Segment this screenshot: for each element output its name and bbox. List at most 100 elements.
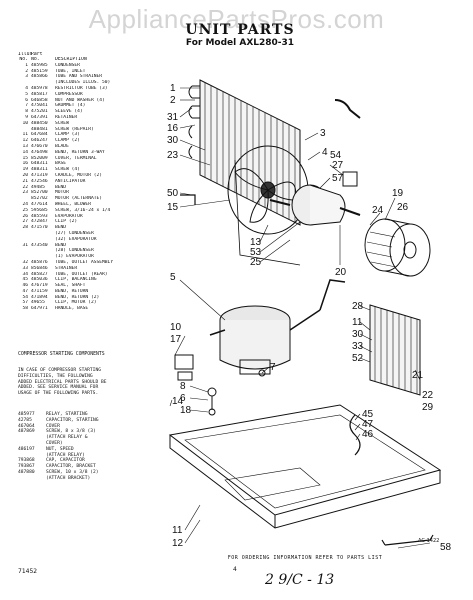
callout-46: 46 bbox=[362, 429, 374, 440]
part-number: 647391 bbox=[31, 114, 48, 120]
part-description: BEND bbox=[55, 225, 67, 231]
illus-number: 25 bbox=[22, 207, 28, 213]
illus-number: 11 bbox=[22, 132, 28, 138]
callout-6: 6 bbox=[180, 393, 186, 404]
ordering-footer: FOR ORDERING INFORMATION REFER TO PARTS … bbox=[227, 555, 383, 561]
part-number: 646247 bbox=[31, 138, 48, 144]
callout-50: 50 bbox=[167, 188, 179, 199]
callout-1: 1 bbox=[170, 83, 176, 94]
part-description: STRAINER bbox=[55, 265, 78, 271]
base-handle bbox=[381, 534, 434, 546]
part-description: BASE bbox=[55, 161, 67, 167]
part-number: 471319 bbox=[31, 172, 48, 178]
part-description: ANTICIPATOR bbox=[55, 178, 86, 184]
part-description: CRADLE, MOTOR (2) bbox=[55, 172, 103, 178]
illus-number: 58 bbox=[22, 306, 28, 312]
part-number: 487880 bbox=[18, 469, 35, 475]
paragraph-line: USAGE OF THE FOLLOWING PARTS. bbox=[18, 391, 99, 397]
part-number: 475201 bbox=[31, 109, 48, 115]
evaporator-coil bbox=[369, 304, 421, 396]
part-description: (INCLUDES ILLUS. 50) bbox=[55, 80, 111, 86]
part-description: WHEEL, BLOWER bbox=[55, 201, 91, 207]
part-number: 485978 bbox=[31, 86, 48, 91]
part-description: SCREW (REPAIR) bbox=[55, 126, 94, 132]
illus-number: 7 bbox=[25, 103, 28, 109]
part-description: CLAMP (3) bbox=[55, 132, 80, 138]
callout-19: 19 bbox=[392, 188, 404, 199]
callout-30: 30 bbox=[167, 135, 179, 146]
callout-30b: 30 bbox=[352, 329, 364, 340]
part-description: CAP, CAPACITOR bbox=[46, 458, 85, 464]
part-number: 595685 bbox=[31, 207, 48, 213]
part-description: SCREW (4) bbox=[55, 167, 80, 173]
illus-number: 10 bbox=[22, 120, 28, 126]
inlet-tube bbox=[334, 99, 361, 119]
header-illus: Illus. bbox=[18, 52, 36, 57]
part-description: CLIP (2) bbox=[55, 219, 78, 225]
part-description: CONDENSER bbox=[55, 62, 80, 68]
illus-number: 16 bbox=[22, 161, 28, 167]
illus-number: 32 bbox=[22, 259, 28, 265]
part-number: 647971 bbox=[31, 306, 48, 312]
parts-row: (27) CONDENSER bbox=[18, 231, 168, 237]
illus-number: 5 bbox=[25, 91, 28, 97]
part-number: 488450 bbox=[31, 120, 48, 126]
callout-25: 25 bbox=[250, 257, 262, 268]
part-number: 485977 bbox=[18, 412, 35, 417]
parts-row: (INCLUDES ILLUS. 50) bbox=[18, 80, 168, 86]
part-number: 648311 bbox=[31, 161, 48, 167]
part-description: GROMMET (4) bbox=[55, 103, 86, 109]
illus-number: 20 bbox=[22, 172, 28, 178]
clamp bbox=[177, 371, 193, 381]
callout-21: 21 bbox=[412, 370, 424, 381]
callout-23: 23 bbox=[167, 150, 179, 161]
part-description: NUT AND WASHER (4) bbox=[55, 97, 105, 103]
part-number: 646858 bbox=[31, 97, 48, 103]
part-description: (1) EVAPORATOR bbox=[55, 254, 94, 260]
document-number: 71452 bbox=[18, 568, 38, 575]
part-number: 485985 bbox=[31, 62, 48, 68]
callout-numbers: 1 2 31 16 30 23 50 15 3 4 27 54 57 19 26… bbox=[167, 83, 452, 553]
illus-number: 15 bbox=[22, 155, 28, 161]
callout-18: 18 bbox=[180, 405, 192, 416]
part-description: (28) CONDENSER bbox=[55, 248, 94, 254]
illus-number: 45 bbox=[22, 277, 28, 283]
part-description: TUBE, INLET bbox=[55, 68, 86, 74]
header-partno: No. bbox=[31, 57, 40, 63]
parts-header-row-1: Illus. Part bbox=[18, 52, 168, 57]
callout-58: 58 bbox=[440, 542, 452, 553]
terminal-cover bbox=[174, 354, 194, 370]
leader-lines bbox=[169, 87, 431, 549]
anticipator bbox=[342, 171, 358, 187]
part-description: COVER bbox=[46, 423, 60, 429]
callout-4: 4 bbox=[322, 147, 328, 158]
part-number: 471570 bbox=[31, 225, 48, 231]
part-number: 49655 bbox=[31, 300, 45, 306]
handwritten-note: 2 9/C - 13 bbox=[265, 572, 335, 588]
paragraph-line: DIFFICULTIES, THE FOLLOWING bbox=[18, 373, 93, 379]
callout-16: 16 bbox=[167, 123, 179, 134]
part-number: 471894 bbox=[31, 294, 48, 300]
callout-15: 15 bbox=[167, 202, 179, 213]
part-number: 476498 bbox=[31, 149, 48, 155]
header-no: No. bbox=[19, 57, 28, 63]
